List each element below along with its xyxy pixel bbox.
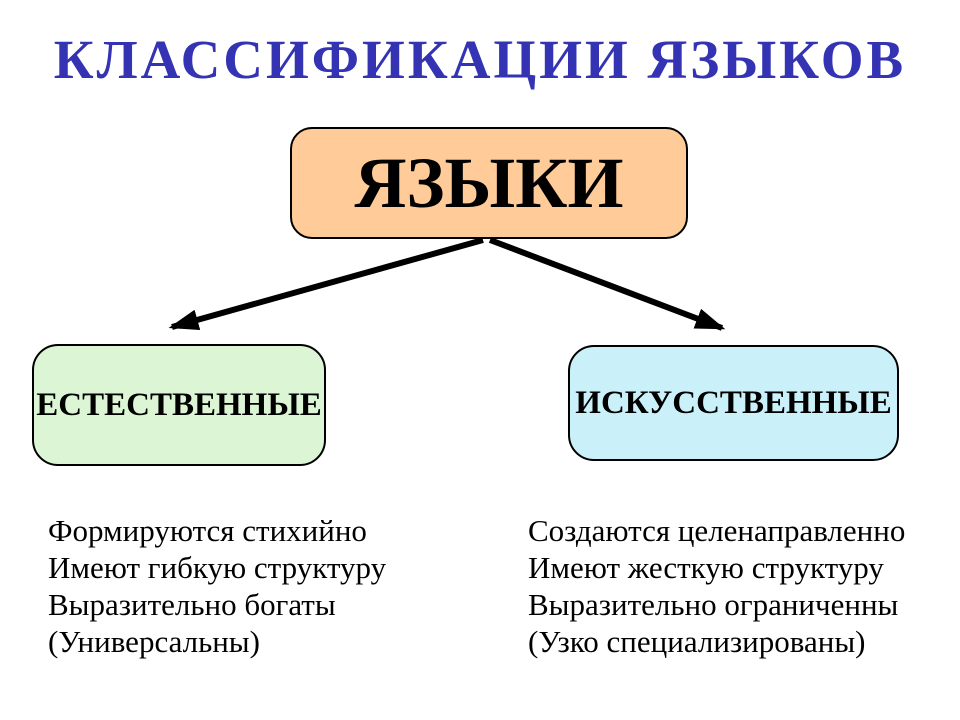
diagram-node-natural: ЕСТЕСТВЕННЫЕ — [32, 344, 326, 466]
arrow-to-artificial-icon — [488, 237, 726, 331]
feature-line: Имеют гибкую структуру — [48, 550, 387, 585]
page-title: КЛАССИФИКАЦИИ ЯЗЫКОВ — [53, 29, 907, 90]
artificial-features-list: Создаются целенаправленно Имеют жесткую … — [528, 512, 960, 660]
diagram-node-artificial: ИСКУССТВЕННЫЕ — [568, 345, 899, 461]
diagram-node-artificial-label: ИСКУССТВЕННЫЕ — [575, 384, 892, 421]
diagram-node-natural-label: ЕСТЕСТВЕННЫЕ — [36, 386, 322, 423]
feature-line: Формируются стихийно — [48, 513, 367, 548]
feature-line: (Универсальны) — [48, 624, 260, 659]
diagram-node-languages-label: ЯЗЫКИ — [354, 142, 624, 223]
natural-features-list: Формируются стихийно Имеют гибкую структ… — [48, 512, 488, 660]
feature-line: Создаются целенаправленно — [528, 513, 906, 548]
feature-line: Имеют жесткую структуру — [528, 550, 884, 585]
feature-line: Выразительно богаты — [48, 587, 336, 622]
feature-line: (Узко специализированы) — [528, 624, 866, 659]
diagram-node-languages: ЯЗЫКИ — [290, 127, 688, 239]
feature-line: Выразительно ограниченны — [528, 587, 899, 622]
arrow-to-natural-icon — [168, 237, 484, 330]
